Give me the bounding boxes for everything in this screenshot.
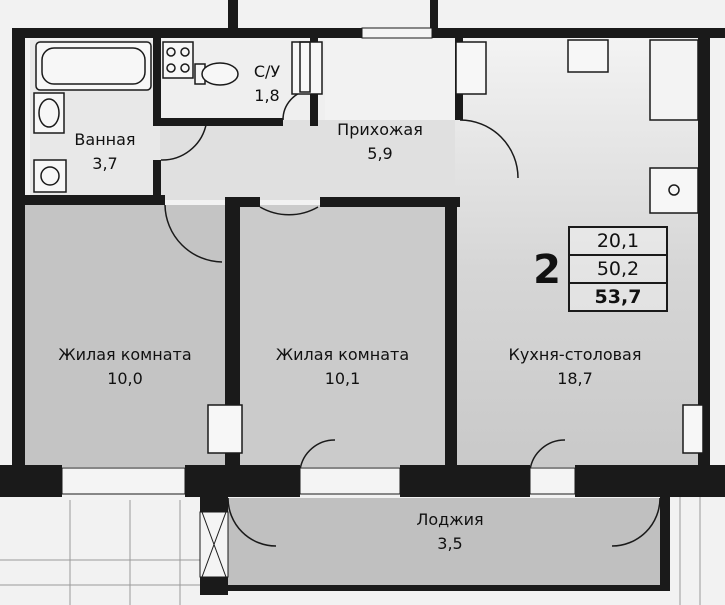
room-kitchen: Кухня-столовая 18,7 — [470, 343, 680, 391]
room-area: 3,7 — [92, 154, 118, 173]
room-area: 18,7 — [557, 369, 593, 388]
floor-loggia — [228, 498, 663, 586]
room-loggia: Лоджия 3,5 — [370, 508, 530, 556]
room-bath: Ванная 3,7 — [55, 128, 155, 176]
room-name: Жилая комната — [275, 345, 410, 364]
room-area: 5,9 — [367, 144, 393, 163]
vent-shaft-icon — [299, 41, 311, 93]
floor-living2 — [240, 205, 445, 467]
room-area: 1,8 — [254, 86, 280, 105]
kitchen-stove-icon — [649, 167, 699, 214]
doors — [160, 89, 661, 547]
radiator-icon — [682, 404, 704, 454]
fixtures — [33, 39, 704, 454]
net-area: 50,2 — [568, 254, 668, 282]
room-area: 10,0 — [107, 369, 143, 388]
rooms-count: 2 — [533, 247, 561, 293]
total-area: 53,7 — [568, 282, 668, 312]
room-name: Ванная — [74, 130, 136, 149]
bathtub-icon — [35, 41, 152, 91]
room-hall: Прихожая 5,9 — [315, 118, 445, 166]
kitchen-counter-icon — [649, 39, 699, 121]
floor-hall — [160, 120, 460, 200]
room-living-1: Жилая комната 10,0 — [25, 343, 225, 391]
windows — [61, 27, 576, 578]
outer-grid-lines — [0, 495, 701, 605]
floor-living1 — [25, 205, 225, 467]
room-area: 10,1 — [324, 369, 361, 388]
room-name: Прихожая — [337, 120, 423, 139]
room-living-2: Жилая комната 10,1 — [240, 343, 445, 391]
living-area: 20,1 — [568, 226, 668, 254]
room-name: Лоджия — [416, 510, 484, 529]
room-name: Жилая комната — [58, 345, 192, 364]
radiator-icon — [207, 404, 243, 454]
stove-icon — [162, 41, 194, 79]
kitchen-sink-icon — [567, 39, 609, 73]
room-wc: С/У 1,8 — [232, 60, 302, 108]
room-name: С/У — [253, 62, 281, 81]
room-name: Кухня-столовая — [508, 345, 642, 364]
radiator-icon — [455, 41, 487, 95]
room-area: 3,5 — [437, 534, 463, 553]
washing-machine-icon — [33, 159, 67, 193]
area-summary: 2 20,1 50,2 53,7 — [528, 226, 668, 314]
